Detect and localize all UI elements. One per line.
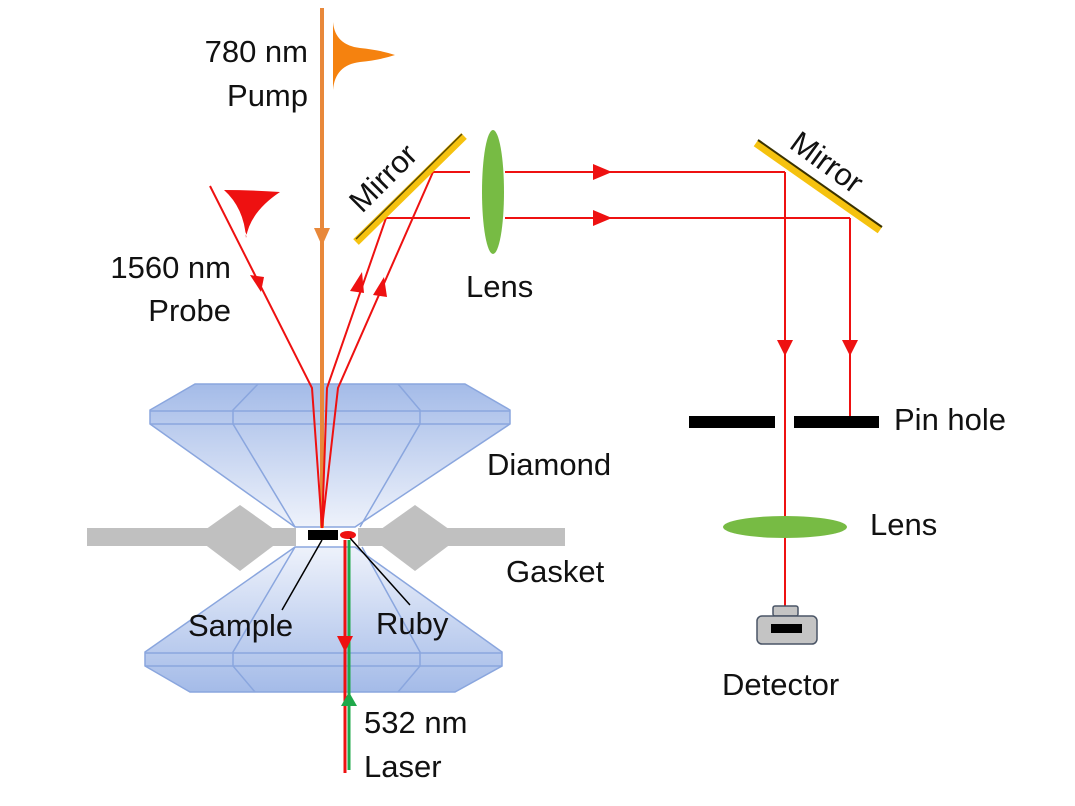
pump-beam xyxy=(314,8,330,528)
ruby xyxy=(340,531,356,539)
lens-top-label: Lens xyxy=(466,269,533,304)
pump-name-label: Pump xyxy=(227,78,308,113)
probe-wavelength-label: 1560 nm xyxy=(110,250,231,285)
diamond-bottom xyxy=(144,546,503,693)
pump-pulse-icon xyxy=(333,22,395,90)
lens-top xyxy=(482,130,504,254)
probe-pulse-icon xyxy=(224,190,280,238)
probe-arrow-in xyxy=(250,275,264,292)
probe-arrow-right-2 xyxy=(593,210,612,226)
ruby-label: Ruby xyxy=(376,606,449,641)
lens-bottom xyxy=(723,516,847,538)
pump-arrow xyxy=(314,228,330,246)
detector-icon xyxy=(756,605,818,645)
laser-up-arrow xyxy=(341,692,357,706)
lens-bottom-label: Lens xyxy=(870,507,937,542)
probe-arrow-out-1 xyxy=(350,272,364,293)
gasket-label: Gasket xyxy=(506,554,605,589)
probe-arrow-right-1 xyxy=(593,164,612,180)
probe-arrow-out-2 xyxy=(373,277,387,297)
sample-pointer xyxy=(281,539,323,611)
laser-name-label: Laser xyxy=(364,749,442,784)
probe-name-label: Probe xyxy=(148,293,231,328)
pinhole-label: Pin hole xyxy=(894,402,1006,437)
laser-beam xyxy=(337,540,357,773)
sample xyxy=(308,530,338,540)
probe-beam xyxy=(209,171,851,608)
sample-label: Sample xyxy=(188,608,293,643)
laser-down-arrow xyxy=(337,636,353,652)
mirror-left-label: Mirror xyxy=(342,137,424,219)
probe-pulse-edge xyxy=(221,189,249,239)
pinhole xyxy=(689,416,879,428)
pump-wavelength-label: 780 nm xyxy=(205,34,308,69)
diamond-label: Diamond xyxy=(487,447,611,482)
probe-arrow-down-1 xyxy=(777,340,793,356)
detector-label: Detector xyxy=(722,667,839,702)
probe-arrow-down-2 xyxy=(842,340,858,356)
mirror-right xyxy=(753,139,883,234)
laser-wavelength-label: 532 nm xyxy=(364,705,467,740)
ruby-pointer xyxy=(349,537,411,606)
mirror-left xyxy=(353,133,467,245)
